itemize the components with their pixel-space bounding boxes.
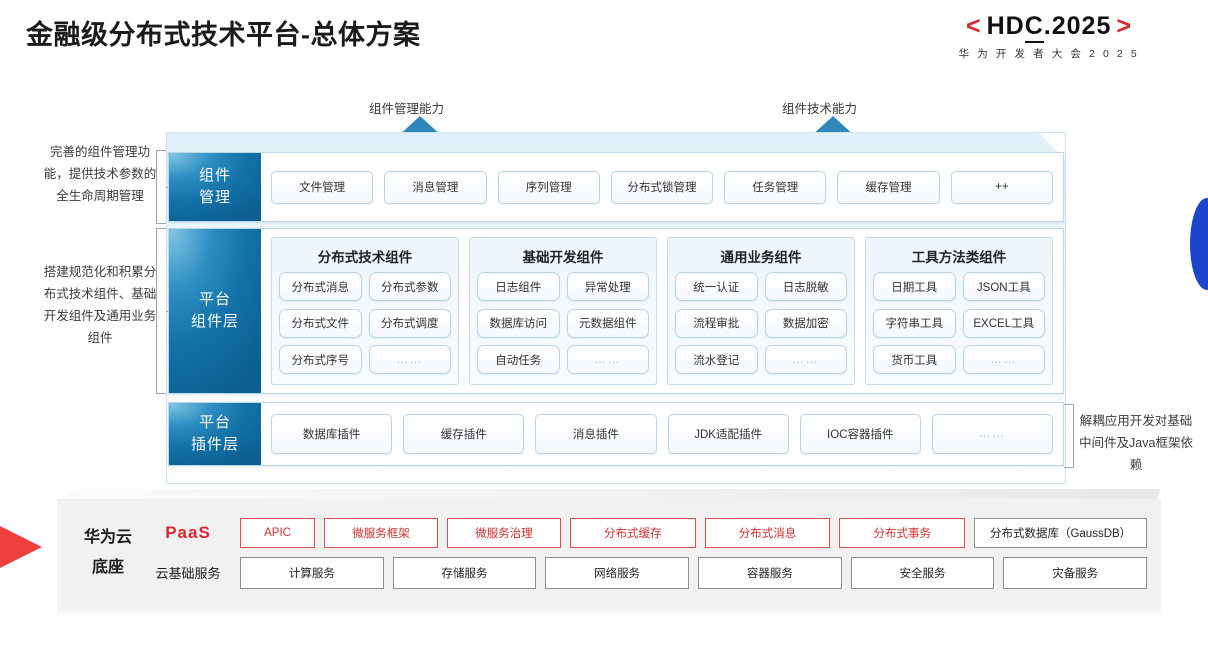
cloud-row-infra: 云基础服务 计算服务 存储服务 网络服务 容器服务 安全服务 灾备服务 — [145, 556, 1148, 589]
group-grid-distributed-tech: 分布式消息 分布式参数 分布式文件 分布式调度 分布式序号 …… — [279, 272, 451, 377]
chip-file-management[interactable]: 文件管理 — [271, 170, 374, 204]
bracket-left-top — [156, 150, 171, 224]
row-body-platform-plugin-layer: 数据库插件 缓存插件 消息插件 JDK适配插件 IOC容器插件 …… — [261, 403, 1063, 465]
hdc-logo-suffix: .2025 — [1043, 12, 1112, 40]
chip-log-component[interactable]: 日志组件 — [477, 272, 560, 301]
chip-distributed-more[interactable]: …… — [368, 345, 451, 375]
chip-exception-handling[interactable]: 异常处理 — [566, 272, 649, 301]
chip-date-tool[interactable]: 日期工具 — [873, 272, 956, 301]
group-grid-basic-development: 日志组件 异常处理 数据库访问 元数据组件 自动任务 …… — [477, 272, 649, 377]
chip-json-tool[interactable]: JSON工具 — [962, 272, 1045, 301]
cloud-base-slab: 华为云 底座 PaaS APIC 微服务框架 微服务治理 分布式缓存 分布式消息… — [57, 499, 1161, 607]
hdc-logo-underlined-letter: C — [1024, 12, 1044, 43]
chip-log-desensitization[interactable]: 日志脱敏 — [764, 272, 847, 301]
arrow-label-component-management: 组件管理能力 — [369, 102, 445, 116]
group-title-basic-development: 基础开发组件 — [522, 250, 604, 265]
arrow-label-component-technology: 组件技术能力 — [782, 102, 858, 116]
chip-tool-method-more[interactable]: …… — [962, 345, 1045, 375]
pill-distributed-database-gaussdb[interactable]: 分布式数据库（GaussDB） — [974, 517, 1147, 548]
chip-basic-development-more[interactable]: …… — [566, 345, 649, 375]
row-platform-component-layer: 平台 组件层 分布式技术组件 分布式消息 分布式参数 分布式文件 分布式调度 分… — [168, 228, 1064, 394]
chip-plugin-more[interactable]: …… — [931, 414, 1054, 454]
chip-distributed-lock-management[interactable]: 分布式锁管理 — [610, 170, 714, 204]
chip-add-more[interactable]: ++ — [950, 170, 1053, 204]
group-distributed-tech-components: 分布式技术组件 分布式消息 分布式参数 分布式文件 分布式调度 分布式序号 …… — [271, 237, 459, 385]
chip-task-management[interactable]: 任务管理 — [724, 170, 827, 204]
chip-sequence-management[interactable]: 序列管理 — [497, 170, 600, 204]
hdc-logo-subtitle: 华 为 开 发 者 大 会 2 0 2 5 — [958, 48, 1140, 60]
chip-database-access[interactable]: 数据库访问 — [477, 308, 560, 338]
row-label-component-management: 组件 管理 — [169, 153, 261, 221]
chip-metadata-component[interactable]: 元数据组件 — [566, 308, 649, 338]
pill-microservice-governance[interactable]: 微服务治理 — [447, 517, 561, 548]
chip-data-encryption[interactable]: 数据加密 — [764, 308, 847, 338]
chip-excel-tool[interactable]: EXCEL工具 — [962, 308, 1045, 338]
note-right: 解耦应用开发对基础中间件及Java框架依赖 — [1079, 414, 1193, 472]
chip-transaction-registration[interactable]: 流水登记 — [675, 345, 758, 375]
row-label-platform-component-layer: 平台 组件层 — [169, 229, 261, 393]
chip-process-approval[interactable]: 流程审批 — [675, 308, 758, 338]
chip-automatic-task[interactable]: 自动任务 — [477, 345, 560, 375]
chip-general-business-more[interactable]: …… — [764, 345, 847, 375]
chip-distributed-message[interactable]: 分布式消息 — [279, 272, 362, 301]
pill-compute-service[interactable]: 计算服务 — [240, 556, 384, 589]
chip-ioc-container-plugin[interactable]: IOC容器插件 — [799, 414, 921, 454]
cloud-row-paas: PaaS APIC 微服务框架 微服务治理 分布式缓存 分布式消息 分布式事务 … — [145, 517, 1147, 548]
pill-distributed-transaction[interactable]: 分布式事务 — [839, 517, 966, 548]
row-platform-plugin-layer: 平台 插件层 数据库插件 缓存插件 消息插件 JDK适配插件 IOC容器插件 …… — [168, 402, 1064, 466]
pill-apic[interactable]: APIC — [240, 517, 316, 548]
chip-message-plugin[interactable]: 消息插件 — [535, 414, 657, 454]
hdc-logo: <HDC.2025> 华 为 开 发 者 大 会 2 0 2 5 — [904, 12, 1194, 61]
tier-label-cloud-infrastructure: 云基础服务 — [155, 566, 221, 581]
chip-cache-management[interactable]: 缓存管理 — [837, 170, 940, 204]
bracket-right — [1059, 404, 1074, 468]
group-grid-tool-method: 日期工具 JSON工具 字符串工具 EXCEL工具 货币工具 …… — [873, 272, 1045, 377]
page-title: 金融级分布式技术平台-总体方案 — [26, 20, 421, 50]
red-wedge-decoration — [0, 505, 42, 589]
left-angle-bracket-icon: < — [966, 12, 982, 40]
chip-jdk-adapter-plugin[interactable]: JDK适配插件 — [667, 414, 789, 454]
pill-distributed-message[interactable]: 分布式消息 — [704, 517, 831, 548]
pill-network-service[interactable]: 网络服务 — [545, 556, 690, 589]
pill-security-service[interactable]: 安全服务 — [850, 556, 995, 589]
chip-distributed-file[interactable]: 分布式文件 — [279, 308, 362, 338]
chip-cache-plugin[interactable]: 缓存插件 — [403, 414, 525, 454]
chip-message-management[interactable]: 消息管理 — [384, 170, 487, 204]
pill-container-service[interactable]: 容器服务 — [698, 556, 842, 589]
hdc-logo-main: <HDC.2025> — [904, 12, 1194, 43]
tier-label-paas: PaaS — [165, 522, 211, 542]
group-tool-method-components: 工具方法类组件 日期工具 JSON工具 字符串工具 EXCEL工具 货币工具 …… — [865, 237, 1053, 385]
row-body-platform-component-layer: 分布式技术组件 分布式消息 分布式参数 分布式文件 分布式调度 分布式序号 ……… — [261, 229, 1063, 393]
row-label-platform-plugin-layer: 平台 插件层 — [169, 403, 261, 465]
note-left-mid: 搭建规范化和积累分布式技术组件、基础开发组件及通用业务组件 — [43, 265, 157, 345]
blue-lens-decoration — [1190, 198, 1208, 290]
pill-distributed-cache[interactable]: 分布式缓存 — [569, 517, 696, 548]
cloud-slab-shadow — [57, 607, 1161, 616]
cloud-base-name: 华为云 底座 — [83, 528, 132, 576]
group-title-tool-method: 工具方法类组件 — [911, 250, 1007, 265]
chip-unified-authentication[interactable]: 统一认证 — [675, 272, 758, 301]
row-component-management: 组件 管理 文件管理 消息管理 序列管理 分布式锁管理 任务管理 缓存管理 ++ — [168, 152, 1064, 222]
cloud-slab-top-bevel — [57, 489, 1161, 500]
row-body-component-management: 文件管理 消息管理 序列管理 分布式锁管理 任务管理 缓存管理 ++ — [261, 153, 1063, 221]
group-title-general-business: 通用业务组件 — [720, 250, 802, 265]
chip-distributed-parameter[interactable]: 分布式参数 — [368, 272, 451, 301]
chip-database-plugin[interactable]: 数据库插件 — [271, 414, 393, 454]
group-basic-development-components: 基础开发组件 日志组件 异常处理 数据库访问 元数据组件 自动任务 …… — [469, 237, 657, 385]
chip-distributed-sequence[interactable]: 分布式序号 — [279, 345, 362, 375]
chip-distributed-scheduling[interactable]: 分布式调度 — [368, 308, 451, 338]
hdc-logo-prefix: HD — [986, 12, 1025, 40]
right-angle-bracket-icon: > — [1116, 12, 1132, 40]
group-grid-general-business: 统一认证 日志脱敏 流程审批 数据加密 流水登记 …… — [675, 272, 847, 377]
bracket-left-mid — [156, 228, 171, 394]
group-general-business-components: 通用业务组件 统一认证 日志脱敏 流程审批 数据加密 流水登记 …… — [667, 237, 855, 385]
chip-currency-tool[interactable]: 货币工具 — [873, 345, 956, 375]
pill-microservice-framework[interactable]: 微服务框架 — [324, 517, 438, 548]
note-left-top: 完善的组件管理功能，提供技术参数的全生命周期管理 — [43, 145, 157, 203]
pill-disaster-recovery-service[interactable]: 灾备服务 — [1003, 556, 1148, 589]
pill-storage-service[interactable]: 存储服务 — [392, 556, 537, 589]
chip-string-tool[interactable]: 字符串工具 — [873, 308, 956, 338]
group-title-distributed-tech: 分布式技术组件 — [317, 250, 413, 265]
